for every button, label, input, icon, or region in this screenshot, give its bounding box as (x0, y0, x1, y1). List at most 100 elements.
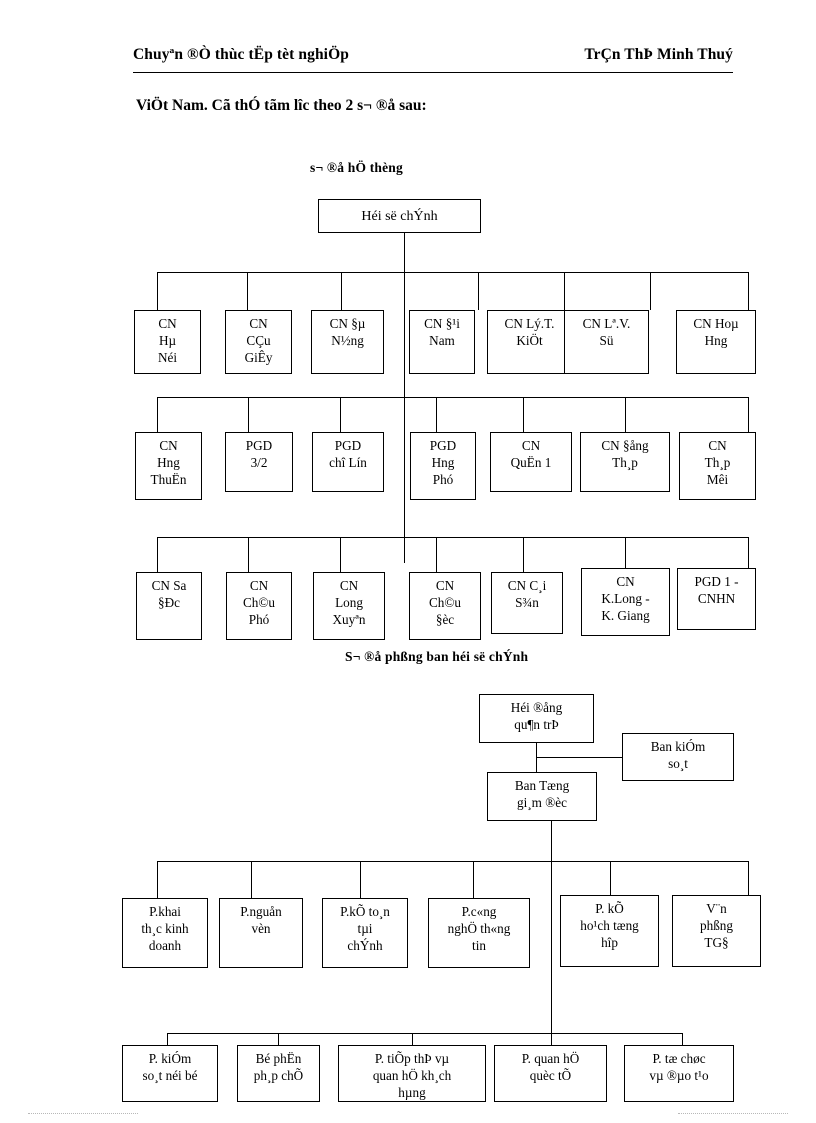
diagram1-row2-bus (157, 397, 748, 398)
footer-rule-right (678, 1113, 788, 1114)
node-line: P. tæ chøc (652, 1051, 706, 1066)
footer-rule-left (28, 1113, 138, 1114)
node-line: PGD 1 - (694, 574, 739, 589)
node-line: CN (249, 578, 269, 593)
diagram1-row2-stub (625, 397, 626, 432)
diagram2-row1-stub (610, 861, 611, 898)
node-line: CN (339, 578, 359, 593)
node-line: QuËn 1 (510, 455, 552, 470)
node-line: Héi ®ång (510, 700, 563, 715)
node-line: V¨n (706, 901, 727, 916)
diagram1-title: s¬ ®å hÖ thèng (310, 160, 403, 175)
node-line: CN §ång (601, 438, 649, 453)
node-line: PGD (245, 438, 273, 453)
header-title-left: Chuyªn ®Ò thùc tËp tèt nghiÖp (133, 46, 349, 63)
node-line: Ban Tæng (514, 778, 570, 793)
node-line: CN Lª.V. (582, 316, 631, 331)
node-line: quan hÖ kh¸ch (372, 1068, 452, 1083)
diagram2-row1-node: P. kÕ ho¹ch tæng hîp (560, 895, 659, 967)
diagram1-row2-node: CN Th¸p Mêi (679, 432, 756, 500)
node-line: CN (616, 574, 635, 589)
diagram1-row2-stub (340, 397, 341, 432)
node-line: K.Long - (601, 591, 650, 606)
node-line: tµi (357, 921, 373, 936)
page-header: Chuyªn ®Ò thùc tËp tèt nghiÖp TrÇn ThÞ M… (133, 46, 733, 73)
node-line: P.kÕ to¸n (340, 904, 390, 919)
node-line: quèc tÕ (529, 1068, 572, 1083)
node-line: tin (472, 938, 486, 953)
diagram1-row2-bus-end-left (157, 397, 158, 432)
node-line: CÇu (246, 333, 271, 348)
node-line: CN §¹i (424, 316, 460, 331)
diagram1-row3-stub (523, 537, 524, 572)
diagram2-root-trunk (536, 743, 537, 772)
node-line: P.nguån (240, 904, 282, 919)
node-line: CNHN (697, 591, 736, 606)
node-line: Long (335, 595, 363, 610)
diagram1-row1-stub (650, 272, 651, 310)
diagram1-row2-stub (248, 397, 249, 432)
node-line: Nam (429, 333, 455, 348)
diagram2-row1-node: P.c«ng nghÖ th«ng tin (428, 898, 530, 968)
diagram1-row1-node: CN CÇu GiÊy (225, 310, 292, 374)
node-line: ho¹ch tæng (580, 918, 639, 933)
diagram2-row1-stub (251, 861, 252, 898)
diagram1-trunk (404, 233, 405, 563)
diagram1-row1-node: CN Lª.V. Sü (564, 310, 649, 374)
node-line: GiÊy (244, 350, 273, 365)
diagram2-row1-node: P.khai th¸c kinh doanh (122, 898, 208, 968)
node-line: N½ng (331, 333, 364, 348)
diagram1-row2-node: PGD 3/2 (225, 432, 293, 492)
diagram2-row1-node: V¨n phßng TG§ (672, 895, 761, 967)
node-line: P. kÕ (595, 901, 624, 916)
diagram1-row3-node: CN K.Long - K. Giang (581, 568, 670, 636)
diagram2-row1-stub (360, 861, 361, 898)
node-line: PGD (334, 438, 362, 453)
diagram1-row3-bus-end-left (157, 537, 158, 572)
diagram1-row2-bus-end-right (748, 397, 749, 432)
node-line: hîp (601, 935, 618, 950)
node-line: CN C¸i (507, 578, 547, 593)
diagram1-row2-node: CN QuËn 1 (490, 432, 572, 492)
diagram1-row2-node: PGD chî Lín (312, 432, 384, 492)
node-line: Néi (157, 350, 178, 365)
diagram2-second-node: Ban Tæng gi¸m ®èc (487, 772, 597, 821)
diagram1-row1-bus-end-left (157, 272, 158, 310)
node-line: qu¶n trÞ (514, 717, 559, 732)
diagram2-root-to-side-connector (536, 757, 622, 758)
node-line: Hng (157, 455, 180, 470)
node-line: ThuËn (150, 472, 187, 487)
diagram1-root-node: Héi së chÝnh (318, 199, 481, 233)
diagram1-row1-stub (247, 272, 248, 310)
diagram1-row2-node: PGD Hng Phó (410, 432, 476, 500)
node-line: CN (159, 438, 178, 453)
diagram2-side-node: Ban kiÓm so¸t (622, 733, 734, 781)
diagram2-row2-node: Bé phËn ph¸p chÕ (237, 1045, 320, 1102)
diagram1-row3-node: CN Ch©u Phó (226, 572, 292, 640)
diagram2-main-trunk (551, 821, 552, 1061)
node-line: CN (249, 316, 268, 331)
diagram2-row1-stub (473, 861, 474, 898)
node-line: Th¸p (704, 455, 731, 470)
node-line: P. kiÓm (148, 1051, 192, 1066)
diagram1-row3-stub (436, 537, 437, 572)
node-line: P.c«ng (461, 904, 497, 919)
diagram2-row1-node: P.nguån vèn (219, 898, 303, 968)
diagram1-row1-bus (157, 272, 748, 273)
diagram1-row1-node: CN Hµ Néi (134, 310, 201, 374)
diagram1-row2-node: CN §ång Th¸p (580, 432, 670, 492)
diagram2-row1-bus (157, 861, 748, 862)
node-line: Phó (248, 612, 270, 627)
node-line: §Ðc (158, 595, 180, 610)
diagram2-row1-node: P.kÕ to¸n tµi chÝnh (322, 898, 408, 968)
node-line: hµng (398, 1085, 426, 1100)
node-line: CN (158, 316, 177, 331)
node-line: Xuyªn (332, 612, 366, 627)
diagram2-row2-node: P. quan hÖ quèc tÕ (494, 1045, 607, 1102)
diagram1-row3-bus-end-right (748, 537, 749, 572)
node-line: CN Sa (151, 578, 187, 593)
diagram1-row3-stub (340, 537, 341, 572)
node-line: CN (708, 438, 727, 453)
node-line: KiÖt (516, 333, 543, 348)
node-line: Ban kiÓm (650, 739, 706, 754)
